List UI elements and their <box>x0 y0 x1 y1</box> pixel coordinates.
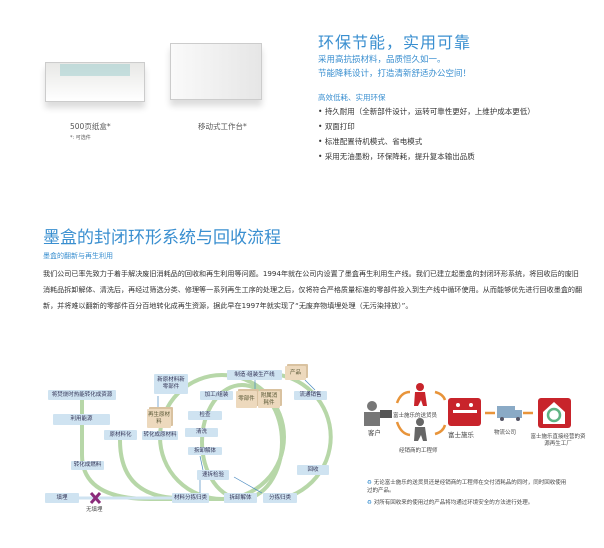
eco-bullet: • 双面打印 <box>318 122 355 131</box>
node-product: 产品 <box>285 366 306 380</box>
logistics-label: 物流公司 <box>494 430 517 436</box>
paper-tray-inner <box>60 64 130 76</box>
flow-note: ♻ 对所有回收来的使用过的产品将均通过环境安全的方法进行处理。 <box>367 500 534 506</box>
node-sort-material: 材料分拣归类 <box>172 493 209 503</box>
fuji-xerox-counter-icon <box>448 398 481 426</box>
eco-title: 环保节能，实用可靠 <box>318 33 472 52</box>
customer-label: 客户 <box>368 429 381 437</box>
eco-bullet: • 持久耐用（全新部件设计，运转可靠性更好，上维护成本更低） <box>318 107 535 116</box>
flow-icons <box>364 383 571 441</box>
engineer-icon <box>414 418 427 441</box>
no-landfill-label: 无填埋 <box>86 507 103 513</box>
recycle-icon: ♻ <box>367 480 372 486</box>
eco-bullet: • 采用无油墨粉，环保降耗，提升复本输出品质 <box>318 152 475 161</box>
section-subtitle: 墨盒的翻新与再生利用 <box>43 252 113 260</box>
section-title: 墨盒的封闭环形系统与回收流程 <box>43 228 281 248</box>
node-disassemble: 拆卸解体 <box>188 447 222 455</box>
node-fuel: 转化成燃料 <box>71 461 104 470</box>
flow-note: ♻ 无论富士施乐的送货员还是经销商的工程师在交付消耗品的同时，同时回收使用过的产… <box>367 480 567 494</box>
tray-caption: 500页纸盒* <box>70 122 111 131</box>
node-raw-material: 原材料化 <box>104 430 137 440</box>
node-wash: 清洗 <box>185 428 218 437</box>
node-disassemble-2: 拆卸解体 <box>224 493 257 503</box>
node-energy: 利用能源 <box>53 414 110 425</box>
engineer-label: 经销商的工程师 <box>399 448 438 454</box>
factory-label: 富士施乐直接经营的资源再生工厂 <box>530 434 586 447</box>
node-production: 制造·组装生产线 <box>227 370 282 380</box>
eco-bullet: • 标准配置待机模式、省电模式 <box>318 137 423 146</box>
node-inspect: 检查 <box>188 411 222 420</box>
company-label: 富士施乐 <box>448 431 474 439</box>
recycle-factory-icon <box>538 398 571 428</box>
node-new-material: 新原材料新零部件 <box>154 374 188 394</box>
section-paragraph: 我们公司已率先致力于着手解决废旧消耗品的回收和再生利用等问题。1994年就在公司… <box>43 269 583 310</box>
node-sort: 分拣归类 <box>263 493 297 503</box>
right-ring <box>254 371 333 501</box>
node-sales: 流通销售 <box>294 391 327 400</box>
node-recycled-material: 再生原材料 <box>147 409 171 428</box>
courier-icon <box>414 383 427 406</box>
tray-note: *: 可选件 <box>70 135 91 141</box>
no-landfill-x-icon <box>89 491 102 505</box>
eco-subtitle: 高效低耗、实用环保 <box>318 93 386 102</box>
node-collect: 回收 <box>297 465 329 475</box>
courier-label: 富士施乐的送货员 <box>393 413 438 419</box>
cabinet-caption: 移动式工作台* <box>198 122 247 131</box>
truck-icon <box>497 406 522 421</box>
cabinet-image <box>170 43 262 100</box>
node-assemble: 加工/组装 <box>200 391 233 400</box>
eco-line-1: 采用高抗损材料，品质恒久如一。 <box>318 55 446 65</box>
node-heat: 将焚烧时热能转化成资源 <box>48 390 116 400</box>
node-to-raw: 转化成原材料 <box>142 431 178 440</box>
node-quick-inspect: 速拆检验 <box>197 470 229 480</box>
customer-icon <box>364 401 392 426</box>
eco-line-2: 节能降耗设计，打造清新舒适办公空间！ <box>318 69 472 79</box>
node-landfill: 填埋 <box>45 493 79 503</box>
node-parts: 零部件 <box>236 391 257 408</box>
recycle-icon: ♻ <box>367 500 372 506</box>
node-accessories: 附属消耗件 <box>258 391 280 408</box>
